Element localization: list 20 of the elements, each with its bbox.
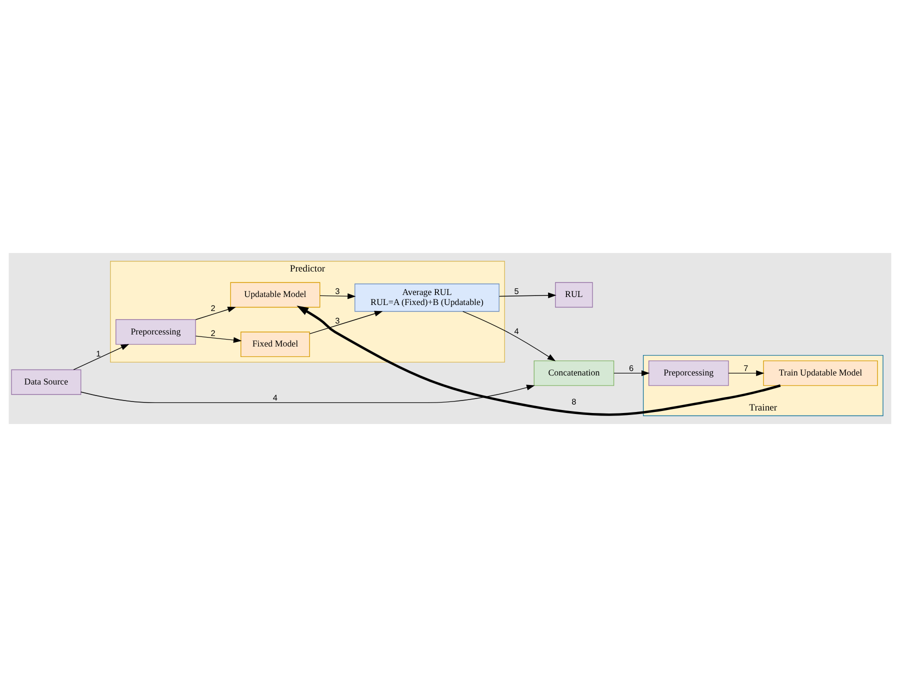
arrow — [614, 370, 650, 376]
arrow — [309, 310, 383, 334]
node-box: Data Source — [11, 369, 82, 395]
arrow — [80, 384, 535, 404]
arrow — [73, 344, 130, 370]
node-box: Preporcessing — [648, 360, 729, 386]
node-box: RUL — [555, 282, 593, 308]
node-box: Updatable Model — [230, 282, 320, 308]
node-box: Concatenation — [534, 360, 614, 386]
arrow — [320, 293, 356, 300]
node-box: Average RUL RUL=A (Fixed)+B (Updatable) — [354, 284, 500, 312]
arrow — [728, 370, 764, 376]
arrow — [498, 292, 556, 298]
node-box: Train Updatable Model — [763, 360, 878, 386]
node-box: Preporcessing — [116, 319, 196, 345]
arrow — [195, 306, 236, 320]
arrow — [462, 311, 556, 362]
arrow — [195, 336, 242, 343]
arrow — [296, 306, 781, 416]
node-box: Fixed Model — [240, 332, 310, 358]
